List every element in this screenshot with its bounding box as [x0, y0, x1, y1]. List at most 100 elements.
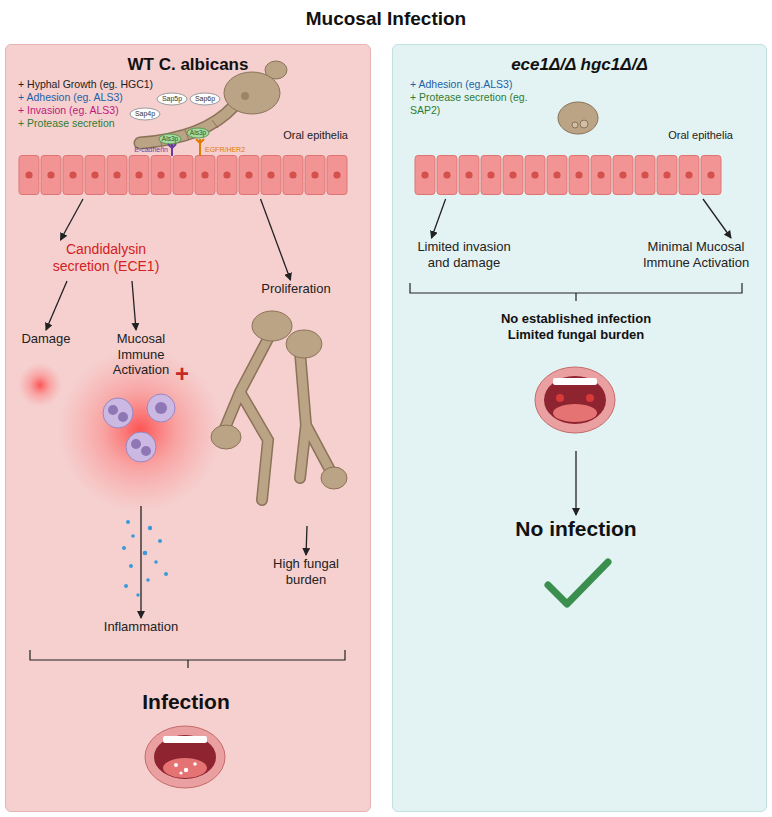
receptor-symbol: [196, 139, 204, 156]
mouth-infected: [145, 726, 225, 788]
adhesin-marker: [187, 128, 209, 138]
node-text: Infection: [96, 689, 276, 714]
yeast-cell: [558, 102, 598, 134]
protease-bubble: [157, 93, 187, 105]
bracket: [30, 283, 742, 668]
node-text: Proliferation: [241, 281, 351, 297]
proliferating-hyphae: [211, 311, 347, 500]
cytokine-dots: [129, 564, 133, 568]
cytokine-dots: [154, 560, 158, 564]
immune-cells: [131, 439, 141, 449]
checkmark: [548, 562, 608, 604]
annotation-label: Sap6p: [190, 95, 220, 103]
node-text: Mucosal Immune Activation: [103, 331, 179, 378]
process-label: Candidalysin secretion (ECE1): [41, 241, 171, 281]
proliferating-hyphae: [286, 330, 322, 358]
diagram-title: Mucosal Infection: [0, 8, 772, 30]
outcome-label: Inflammation: [86, 619, 196, 641]
cytokine-dots: [122, 520, 168, 597]
node-text: Candidalysin secretion (ECE1): [41, 241, 171, 275]
mouth-infected: [145, 726, 225, 788]
yeast-cell: [580, 120, 588, 128]
immune-cells: [58, 348, 222, 512]
epithelium-cells: [18, 155, 722, 195]
node-text: Inflammation: [86, 619, 196, 635]
adhesin-marker: [159, 134, 181, 144]
annotation-label: +: [172, 360, 192, 389]
immune-cells: [126, 432, 156, 462]
node-text: Limited invasion and damage: [408, 239, 520, 270]
protease-bubble: [130, 108, 160, 120]
flow-arrow: [140, 506, 141, 618]
mouth-healthy: [535, 367, 615, 433]
annotation-label: + Hyphal Growth (eg. HGC1): [18, 78, 218, 91]
mouth-infected: [184, 768, 188, 772]
flow-arrow: [432, 199, 446, 238]
mouth-healthy: [553, 378, 597, 385]
hyphal-fungus: [241, 92, 249, 100]
mouth-healthy: [544, 376, 606, 424]
proliferating-hyphae: [211, 425, 241, 449]
annotation-label: + Adhesion (eg.ALS3): [410, 78, 660, 91]
node-text: WT C. albicans: [6, 55, 370, 75]
immune-cells: [155, 402, 167, 414]
yeast-cell: [572, 122, 578, 128]
flow-arrow: [261, 199, 291, 280]
node-text: No established infection Limited fungal …: [481, 311, 671, 342]
mouth-healthy: [535, 367, 615, 433]
cytokine-dots: [124, 584, 128, 588]
hyphal-fungus: [140, 61, 287, 148]
proliferating-hyphae: [225, 335, 330, 500]
immune-cells: [103, 398, 133, 428]
bracket: [30, 650, 345, 668]
process-label: Limited invasion and damage: [399, 239, 529, 279]
outcome-label: High fungal burden: [256, 556, 356, 596]
bracket: [410, 283, 742, 301]
cytokine-dots: [148, 526, 152, 530]
epithelium-cells: [414, 155, 722, 195]
cytokine-dots: [131, 534, 135, 538]
annotation-label: Als3p: [186, 129, 210, 137]
mouth-infected: [163, 736, 207, 743]
node-text: High fungal burden: [261, 556, 351, 587]
mouth-infected: [179, 771, 182, 774]
hyphal-fungus: [224, 72, 280, 114]
cytokine-dots: [146, 578, 150, 582]
immune-cells: [58, 348, 222, 512]
node-text: ece1Δ/Δ hgc1Δ/Δ: [393, 55, 766, 75]
node-text: Minimal Mucosal Immune Activation: [631, 239, 761, 270]
mouth-healthy: [556, 394, 564, 402]
immune-cells: [118, 412, 128, 422]
node-text: Oral epithelia: [266, 129, 348, 142]
annotation-label: + Protease secretion (eg. SAP2): [410, 91, 535, 116]
proliferating-hyphae: [252, 311, 292, 341]
receptor-symbol: [168, 144, 176, 156]
hyphal-fungus: [140, 106, 234, 143]
annotation-label: EGFR/HER2: [205, 146, 257, 154]
node-text: No infection: [486, 516, 666, 541]
protease-bubble: [190, 93, 220, 105]
immune-cells: [108, 405, 118, 415]
annotation-label: + Adhesion (eg. ALS3): [18, 91, 218, 104]
cytokine-dots: [158, 539, 162, 543]
node-text: Damage: [11, 331, 81, 347]
proliferating-hyphae: [321, 467, 347, 489]
annotation-label: Sap5p: [157, 95, 187, 103]
annotation-label: Sap4p: [130, 110, 160, 118]
flow-arrow: [306, 526, 307, 555]
epithelium-cells: [18, 155, 348, 195]
annotation-label: Als3p: [158, 135, 182, 143]
cytokine-dots: [136, 593, 139, 596]
cytokine-dots: [143, 551, 148, 556]
immune-cells: [147, 394, 175, 422]
mouth-infected: [163, 758, 207, 778]
cytokine-dots: [122, 546, 126, 550]
annotation-label: E-cadherin: [116, 146, 168, 154]
hyphal-fungus: [140, 106, 234, 143]
result-label: No infection: [486, 516, 666, 621]
cytokine-dots: [164, 572, 168, 576]
annotation-label: + Protease secretion: [18, 117, 218, 130]
process-label: Damage: [11, 331, 81, 353]
